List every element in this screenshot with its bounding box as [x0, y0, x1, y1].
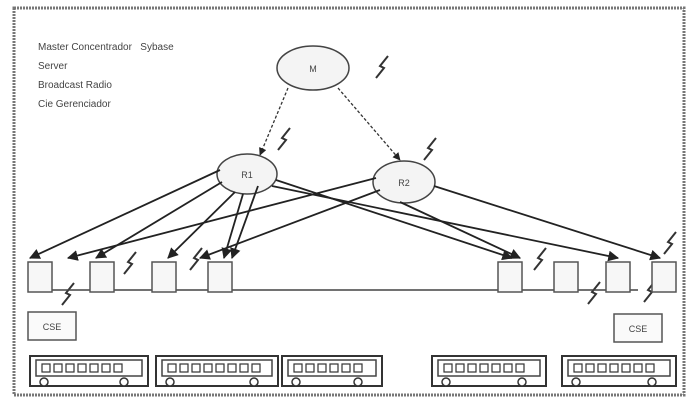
lightning-icon	[588, 282, 600, 304]
train-car	[156, 356, 278, 386]
bus-box	[498, 262, 522, 292]
bus-boxes	[28, 262, 676, 292]
link-top-r2	[338, 88, 400, 160]
train-car	[432, 356, 546, 386]
train-car	[30, 356, 148, 386]
lightning-icon	[124, 252, 136, 274]
lightning-icon	[62, 283, 74, 305]
right-cse-label: CSE	[629, 324, 648, 334]
train-car	[562, 356, 676, 386]
right-node-label: R2	[398, 178, 410, 188]
lightning-icon	[664, 232, 676, 254]
train-cars	[30, 356, 676, 386]
top-node-label: M	[309, 64, 317, 74]
bus-box	[208, 262, 232, 292]
bus-box	[28, 262, 52, 292]
train-car	[282, 356, 382, 386]
connection-lines	[30, 170, 660, 258]
bus-box	[90, 262, 114, 292]
bus-box	[152, 262, 176, 292]
link-top-r1	[260, 88, 288, 155]
lightning-icon	[278, 128, 290, 150]
bus-box	[554, 262, 578, 292]
lightning-icon	[424, 138, 436, 160]
lightning-icon	[190, 248, 202, 270]
lightning-icon	[376, 56, 388, 78]
lightning-icon	[534, 248, 546, 270]
bus-box	[652, 262, 676, 292]
left-cse-label: CSE	[43, 322, 62, 332]
bus-box	[606, 262, 630, 292]
left-node-label: R1	[241, 170, 253, 180]
